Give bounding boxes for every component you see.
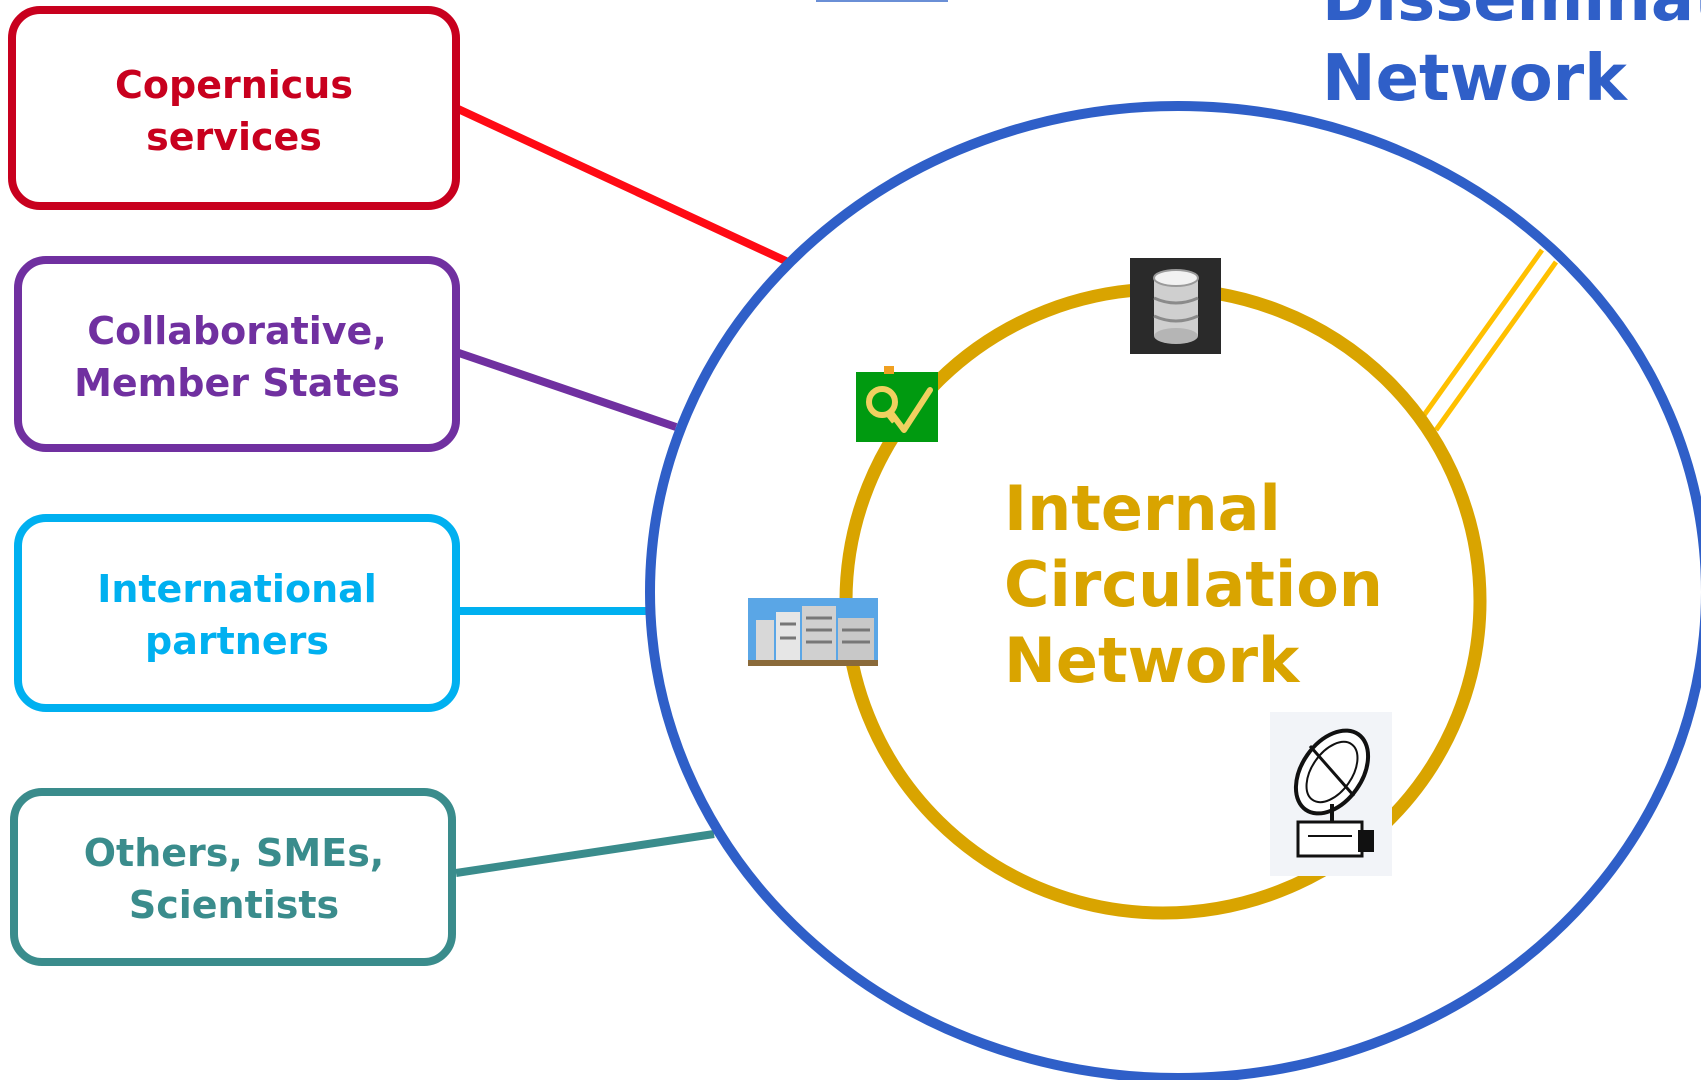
international-box: International partners <box>14 514 460 712</box>
quality-check-icon <box>856 366 938 442</box>
dissemination-network-ring <box>645 101 1701 1080</box>
copernicus-label-line1: Copernicus <box>115 63 353 107</box>
collaborative-label-line2: Member States <box>74 361 400 405</box>
top-fragment <box>816 0 948 2</box>
copernicus-label-line2: services <box>146 115 322 159</box>
database-icon <box>1130 258 1221 354</box>
dissemination-link <box>1419 248 1559 432</box>
collaborative-box: Collaborative, Member States <box>14 256 460 452</box>
others-label-line2: Scientists <box>129 883 339 927</box>
others-box: Others, SMEs, Scientists <box>10 788 456 966</box>
dissemination-title-line1: Disseminati <box>1322 0 1701 36</box>
others-label-line1: Others, SMEs, <box>84 831 385 875</box>
copernicus-box: Copernicus services <box>8 6 460 210</box>
satellite-dish-icon <box>1270 712 1392 876</box>
copernicus-connector <box>454 104 790 266</box>
internal-title-line3: Network <box>1004 624 1301 697</box>
internal-title-line1: Internal <box>1004 472 1281 545</box>
dissemination-title-line2: Network <box>1322 42 1628 116</box>
internal-title-line2: Circulation <box>1004 548 1383 621</box>
international-label-line1: International <box>97 567 377 611</box>
others-connector <box>455 830 715 877</box>
building-icon <box>748 598 878 666</box>
collaborative-label-line1: Collaborative, <box>87 309 387 353</box>
collaborative-connector <box>454 348 678 431</box>
international-label-line2: partners <box>145 619 329 663</box>
